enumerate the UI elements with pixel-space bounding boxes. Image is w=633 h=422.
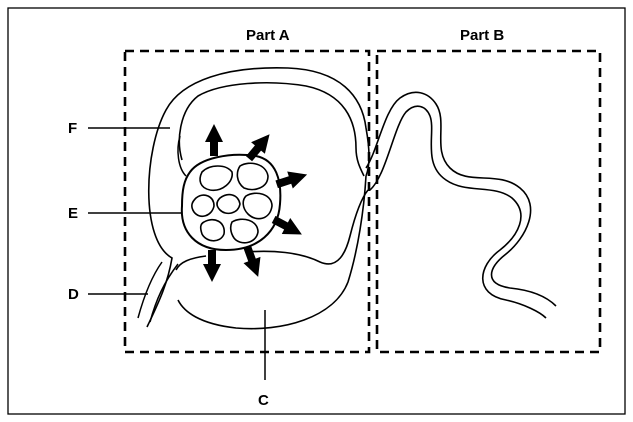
part-b-box xyxy=(375,49,602,354)
filtration-arrows xyxy=(203,124,308,282)
vessel-d-line xyxy=(149,263,179,323)
outer-frame xyxy=(7,7,626,415)
label-f: F xyxy=(68,120,77,137)
label-d: D xyxy=(68,286,79,303)
arrow-up-right xyxy=(245,134,270,162)
capsule-neck xyxy=(175,255,207,271)
tubule-outer xyxy=(365,91,557,307)
part-b-label: Part B xyxy=(460,27,504,44)
tubule-inner xyxy=(369,105,547,319)
part-a-label: Part A xyxy=(246,27,290,44)
arrow-right-up xyxy=(275,171,308,189)
arrow-down xyxy=(203,250,221,282)
arrow-down-right xyxy=(243,245,261,277)
vessel-d-line-2 xyxy=(137,261,163,319)
label-c: C xyxy=(258,392,269,409)
capsule-lower-inner xyxy=(245,189,369,265)
capsule-inner-wall xyxy=(178,82,365,177)
arrow-right-down xyxy=(271,215,302,235)
part-a-box xyxy=(123,49,371,354)
label-e: E xyxy=(68,205,78,222)
arrow-up xyxy=(205,124,223,156)
capsule-outer-wall xyxy=(146,67,370,330)
vessel-upper xyxy=(177,135,187,177)
glomerulus-capillaries xyxy=(191,162,273,244)
